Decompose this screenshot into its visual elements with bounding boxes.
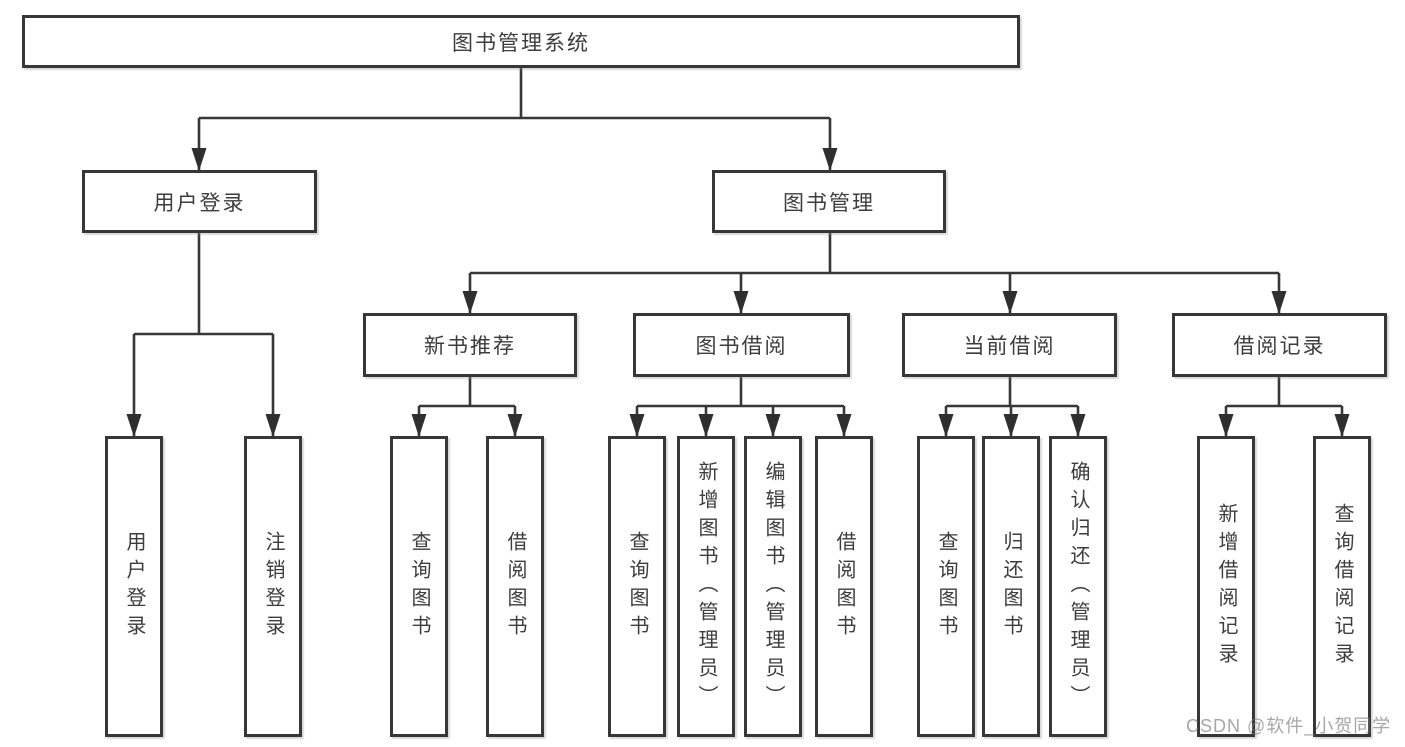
leaf-label: 查询图书 bbox=[626, 530, 648, 643]
node-label: 用户登录 bbox=[153, 191, 246, 215]
leaf-add-books-admin: 新增图书（管理员） bbox=[677, 436, 735, 737]
leaf-query-borrow-record: 查询借阅记录 bbox=[1313, 436, 1371, 737]
leaf-logout-login: 注销登录 bbox=[244, 436, 302, 737]
node-book-borrowing: 图书借阅 bbox=[633, 313, 850, 377]
leaf-label: 新增图书（管理员） bbox=[695, 460, 717, 713]
leaf-label: 借阅图书 bbox=[833, 530, 855, 643]
node-label: 图书管理 bbox=[783, 191, 875, 215]
leaf-query-books-3: 查询图书 bbox=[917, 436, 975, 737]
leaf-label: 注销登录 bbox=[262, 530, 284, 643]
leaf-borrow-books-1: 借阅图书 bbox=[486, 436, 544, 737]
leaf-query-books-2: 查询图书 bbox=[608, 436, 666, 737]
leaf-add-borrow-record: 新增借阅记录 bbox=[1197, 436, 1255, 737]
node-label: 新书推荐 bbox=[424, 335, 516, 358]
node-borrowing-records: 借阅记录 bbox=[1172, 313, 1387, 377]
node-new-book-recommendation: 新书推荐 bbox=[363, 313, 577, 377]
leaf-label: 查询图书 bbox=[935, 530, 957, 643]
connector-lines bbox=[134, 68, 1342, 408]
leaf-borrow-books-2: 借阅图书 bbox=[815, 436, 873, 737]
leaf-confirm-return-admin: 确认归还（管理员） bbox=[1049, 436, 1107, 737]
leaf-label: 查询借阅记录 bbox=[1331, 502, 1353, 671]
leaf-label: 用户登录 bbox=[123, 530, 145, 643]
leaf-label: 归还图书 bbox=[1000, 530, 1022, 643]
node-book-management: 图书管理 bbox=[712, 170, 946, 233]
node-user-login: 用户登录 bbox=[82, 170, 317, 233]
node-current-borrowing: 当前借阅 bbox=[902, 313, 1117, 377]
node-label: 图书借阅 bbox=[695, 335, 788, 358]
leaf-user-login: 用户登录 bbox=[105, 436, 163, 737]
leaf-label: 新增借阅记录 bbox=[1215, 502, 1237, 671]
node-library-management-system: 图书管理系统 bbox=[22, 15, 1020, 68]
leaf-label: 确认归还（管理员） bbox=[1067, 460, 1089, 713]
csdn-watermark: CSDN @软件_小贺同学 bbox=[1186, 716, 1392, 736]
leaf-query-books-1: 查询图书 bbox=[390, 436, 448, 737]
leaf-label: 借阅图书 bbox=[504, 530, 526, 643]
node-label: 当前借阅 bbox=[963, 335, 1056, 358]
leaf-return-books: 归还图书 bbox=[982, 436, 1040, 737]
node-label: 图书管理系统 bbox=[452, 31, 590, 55]
node-label: 借阅记录 bbox=[1233, 335, 1326, 358]
leaf-edit-books-admin: 编辑图书（管理员） bbox=[744, 436, 802, 737]
leaf-label: 查询图书 bbox=[408, 530, 430, 643]
leaf-label: 编辑图书（管理员） bbox=[762, 460, 784, 713]
